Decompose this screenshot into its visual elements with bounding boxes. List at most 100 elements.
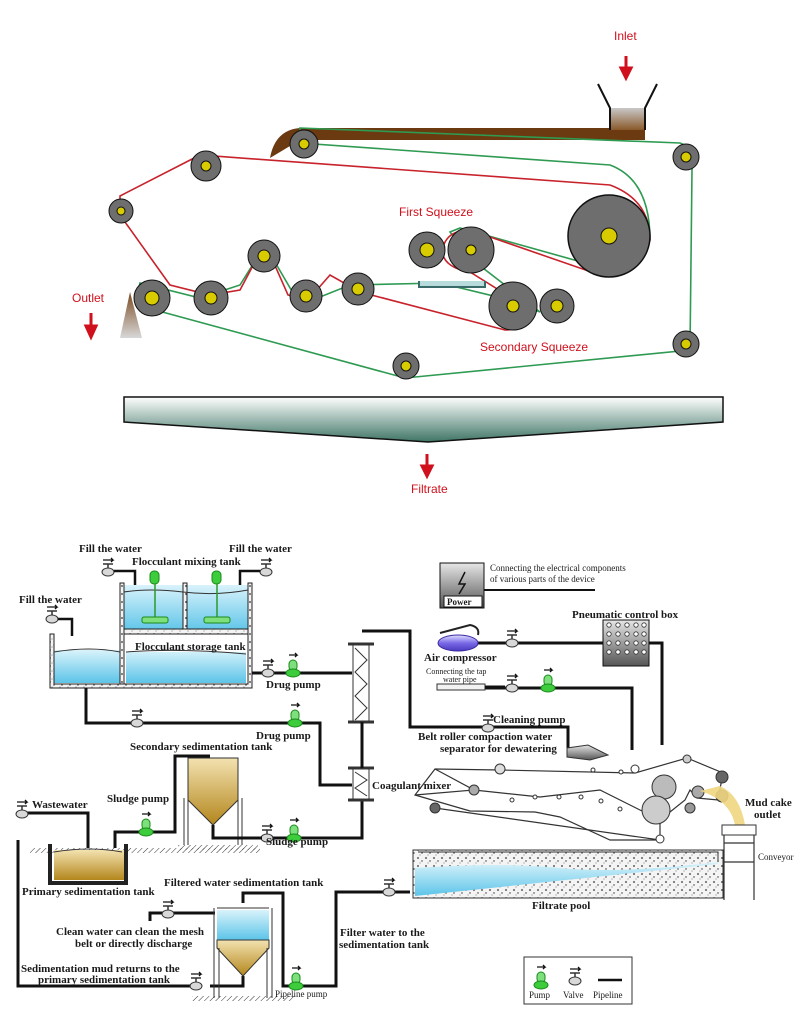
air-compressor-label: Air compressor — [424, 652, 497, 664]
conveyor-label: Conveyor — [758, 852, 794, 862]
belt-roller-label-line2: separator for dewatering — [440, 743, 557, 755]
roller — [108, 198, 134, 224]
inlet-arrow-icon — [618, 56, 634, 82]
drip-tray — [418, 281, 486, 288]
drug-pump-label: Drug pump — [256, 730, 311, 742]
pump-icon — [285, 652, 301, 678]
primary-sedimentation-tank — [30, 844, 260, 885]
valve-icon — [259, 557, 273, 577]
fill-water-label: Fill the water — [19, 594, 82, 606]
roller — [133, 279, 171, 317]
conveyor — [721, 824, 757, 900]
mud-cake-outlet-label-line1: Mud cake — [745, 797, 792, 809]
roller — [447, 226, 495, 274]
roller — [408, 231, 446, 269]
first-squeeze-label: First Squeeze — [399, 205, 473, 219]
valve-icon — [45, 604, 59, 624]
sludge-pump-label: Sludge pump — [107, 793, 169, 805]
power-box — [439, 562, 485, 609]
roller — [488, 281, 538, 331]
lightning-icon — [457, 571, 467, 595]
secondary-sedimentation-tank — [178, 757, 258, 850]
drug-pump-label: Drug pump — [266, 679, 321, 691]
pipeline — [241, 890, 410, 988]
sludge-pump-label: Sludge pump — [266, 836, 328, 848]
belt-press-machine — [413, 754, 745, 844]
tap-water-label-line1: Connecting the tap — [426, 667, 486, 676]
roller — [193, 280, 229, 316]
filtered-water-sedimentation-tank-label: Filtered water sedimentation tank — [164, 877, 324, 889]
filter-water-label-line2: sedimentation tank — [339, 939, 430, 951]
roller-large — [567, 194, 651, 278]
coagulant-mixer-label: Coagulant mixer — [372, 780, 451, 792]
pump-icon — [138, 811, 154, 837]
process-flow-diagram: Pump Valve Pipeline Fill the water Fill … — [15, 543, 794, 1005]
filtrate-pool — [412, 849, 724, 899]
outlet-chute — [120, 292, 142, 338]
clean-water-label-line2: belt or directly discharge — [75, 938, 192, 950]
roller — [539, 288, 575, 324]
flocculant-storage-tank-label: Flocculant storage tank — [135, 641, 246, 653]
roller — [672, 143, 700, 171]
valve-icon — [261, 658, 275, 678]
valve-icon — [382, 877, 396, 897]
inlet-hopper — [597, 83, 658, 130]
legend-pipeline-label: Pipeline — [593, 990, 623, 1000]
pipeline — [113, 754, 210, 848]
tap-water-label-line2: water pipe — [443, 675, 477, 684]
roller — [289, 129, 319, 159]
pump-icon — [287, 702, 303, 728]
power-desc-line2: of various parts of the device — [490, 574, 595, 584]
spray-nozzle — [566, 744, 610, 761]
outlet-label: Outlet — [72, 291, 105, 305]
pipeline — [362, 629, 485, 729]
valve-icon — [101, 557, 115, 577]
mixer — [203, 570, 231, 624]
clean-water-label-line1: Clean water can clean the mesh — [56, 926, 204, 938]
filter-water-label-line1: Filter water to the — [340, 927, 425, 939]
pipeline — [148, 911, 215, 921]
roller — [247, 239, 281, 273]
filtrate-label: Filtrate — [411, 482, 448, 496]
pneumatic-control-box — [602, 619, 650, 667]
rollers — [108, 129, 700, 380]
pump-icon — [288, 965, 304, 991]
pneumatic-control-box-label: Pneumatic control box — [572, 609, 679, 621]
fill-water-label: Fill the water — [79, 543, 142, 555]
air-compressor — [437, 623, 480, 652]
sludge-layer — [270, 128, 645, 158]
roller — [190, 150, 222, 182]
sediment-mud-label-line2: primary sedimentation tank — [38, 974, 171, 986]
flocculant-static-mixer — [348, 642, 374, 724]
power-desc-line1: Connecting the electrical components — [490, 563, 626, 573]
filtrate-arrow-icon — [419, 454, 435, 480]
mixer — [141, 570, 169, 624]
primary-sedimentation-tank-label: Primary sedimentation tank — [22, 886, 155, 898]
pipeline-pump-label: Pipeline pump — [275, 989, 328, 999]
filtrate-pool-label: Filtrate pool — [532, 900, 590, 912]
valve-icon — [130, 708, 144, 728]
legend-pump-label: Pump — [529, 990, 551, 1000]
secondary-sedimentation-tank-label: Secondary sedimentation tank — [130, 741, 273, 753]
pipeline — [493, 725, 570, 748]
inlet-label: Inlet — [614, 29, 637, 43]
pipeline — [84, 688, 352, 787]
sediment-mud-label-line1: Sedimentation mud returns to the — [21, 963, 180, 975]
tap-water-pipe — [436, 683, 486, 691]
valve-icon — [15, 799, 29, 819]
belt-roller-label-line1: Belt roller compaction water — [418, 731, 552, 743]
roller — [672, 330, 700, 358]
power-label: Power — [447, 597, 472, 607]
pipeline — [16, 811, 245, 988]
fill-water-label: Fill the water — [229, 543, 292, 555]
filtrate-tray — [123, 396, 724, 443]
valve-icon — [505, 628, 519, 648]
roller — [341, 272, 375, 306]
mud-cake-outlet-label-line2: outlet — [754, 809, 781, 821]
roller — [392, 352, 420, 380]
valve-icon — [189, 971, 203, 991]
wastewater-label: Wastewater — [32, 799, 88, 811]
outlet-arrow-icon — [83, 313, 99, 341]
valve-icon — [161, 899, 175, 919]
